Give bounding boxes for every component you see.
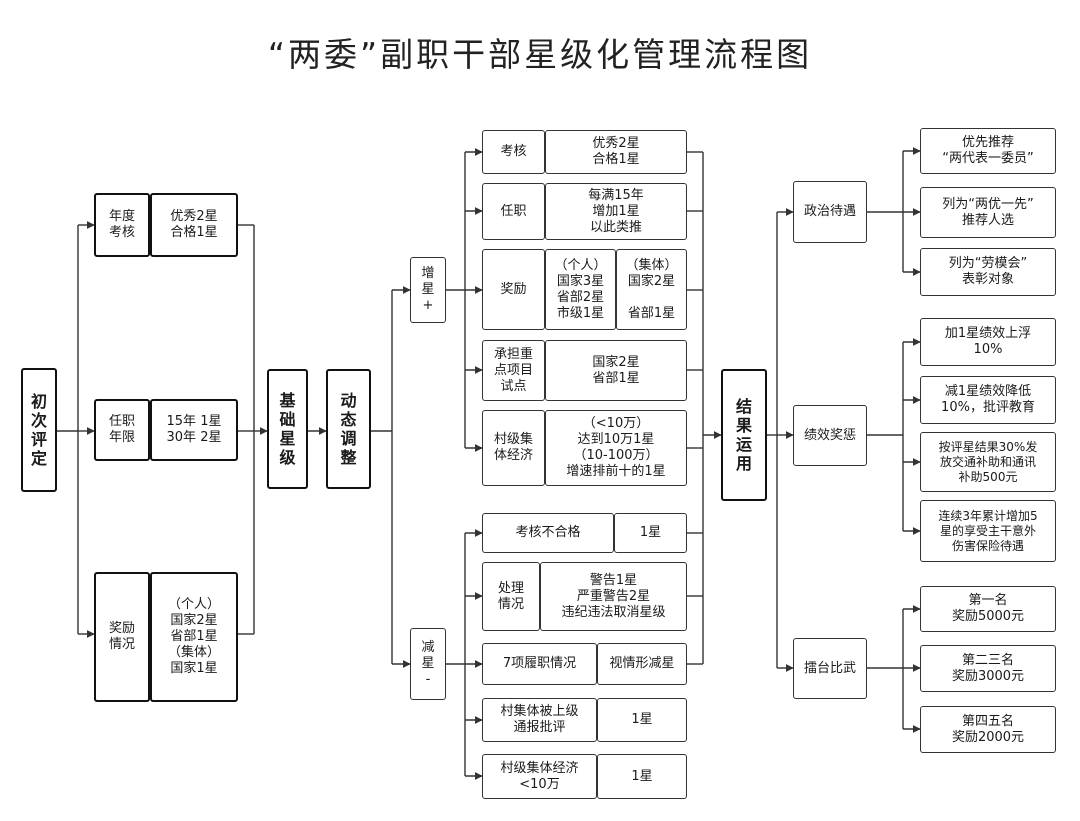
dynamic-adjust-box: 动 态 调 整 — [326, 369, 371, 489]
dec-value-discipline: 警告1星 严重警告2星 违纪违法取消星级 — [540, 562, 687, 631]
dec-value-review-fail: 1星 — [614, 513, 687, 553]
outcome-political: 政治待遇 — [793, 181, 867, 243]
dec-label-low-economy: 村级集体经济 <10万 — [482, 754, 597, 799]
decrease-star-box: 减 星 - — [410, 628, 446, 700]
contest-item-3: 第四五名 奖励2000元 — [920, 706, 1056, 753]
page-title: “两委”副职干部星级化管理流程图 — [267, 35, 813, 74]
political-item-2: 列为“两优一先” 推荐人选 — [920, 187, 1056, 238]
performance-item-2: 减1星绩效降低 10%，批评教育 — [920, 376, 1056, 424]
contest-item-2: 第二三名 奖励3000元 — [920, 645, 1056, 692]
dec-label-review-fail: 考核不合格 — [482, 513, 614, 553]
stage1-label-awards: 奖励 情况 — [94, 572, 150, 702]
inc-value-village-economy: （<10万） 达到10万1星 （10-100万） 增速排前十的1星 — [545, 410, 687, 486]
inc-value-awards-individual: （个人） 国家3星 省部2星 市级1星 — [545, 249, 616, 330]
performance-item-1: 加1星绩效上浮 10% — [920, 318, 1056, 366]
stage1-value-annual-review: 优秀2星 合格1星 — [150, 193, 238, 257]
outcome-performance: 绩效奖惩 — [793, 405, 867, 466]
stage1-label-annual-review: 年度 考核 — [94, 193, 150, 257]
inc-value-awards-collective: （集体） 国家2星 省部1星 — [616, 249, 687, 330]
stage1-value-awards: （个人） 国家2星 省部1星 （集体） 国家1星 — [150, 572, 238, 702]
outcome-contest: 擂台比武 — [793, 638, 867, 699]
increase-star-box: 增 星 + — [410, 257, 446, 323]
dec-label-criticized: 村集体被上级 通报批评 — [482, 698, 597, 742]
performance-item-3: 按评星结果30%发 放交通补助和通讯 补助500元 — [920, 432, 1056, 492]
inc-label-review: 考核 — [482, 130, 545, 174]
inc-label-tenure: 任职 — [482, 183, 545, 240]
result-use-box: 结 果 运 用 — [721, 369, 767, 501]
dec-value-low-economy: 1星 — [597, 754, 687, 799]
stage1-label-tenure: 任职 年限 — [94, 399, 150, 461]
political-item-3: 列为“劳模会” 表彰对象 — [920, 248, 1056, 296]
contest-item-1: 第一名 奖励5000元 — [920, 586, 1056, 632]
dec-label-discipline: 处理 情况 — [482, 562, 540, 631]
performance-item-4: 连续3年累计增加5 星的享受主干意外 伤害保险待遇 — [920, 500, 1056, 562]
dec-value-criticized: 1星 — [597, 698, 687, 742]
political-item-1: 优先推荐 “两代表一委员” — [920, 128, 1056, 174]
inc-value-review: 优秀2星 合格1星 — [545, 130, 687, 174]
inc-label-village-economy: 村级集 体经济 — [482, 410, 545, 486]
stage1-value-tenure: 15年 1星 30年 2星 — [150, 399, 238, 461]
dec-value-duty-performance: 视情形减星 — [597, 643, 687, 685]
inc-value-key-project: 国家2星 省部1星 — [545, 340, 687, 401]
inc-label-key-project: 承担重 点项目 试点 — [482, 340, 545, 401]
dec-label-duty-performance: 7项履职情况 — [482, 643, 597, 685]
inc-value-tenure: 每满15年 增加1星 以此类推 — [545, 183, 687, 240]
initial-assessment-box: 初 次 评 定 — [21, 368, 57, 492]
base-star-box: 基 础 星 级 — [267, 369, 308, 489]
inc-label-awards: 奖励 — [482, 249, 545, 330]
